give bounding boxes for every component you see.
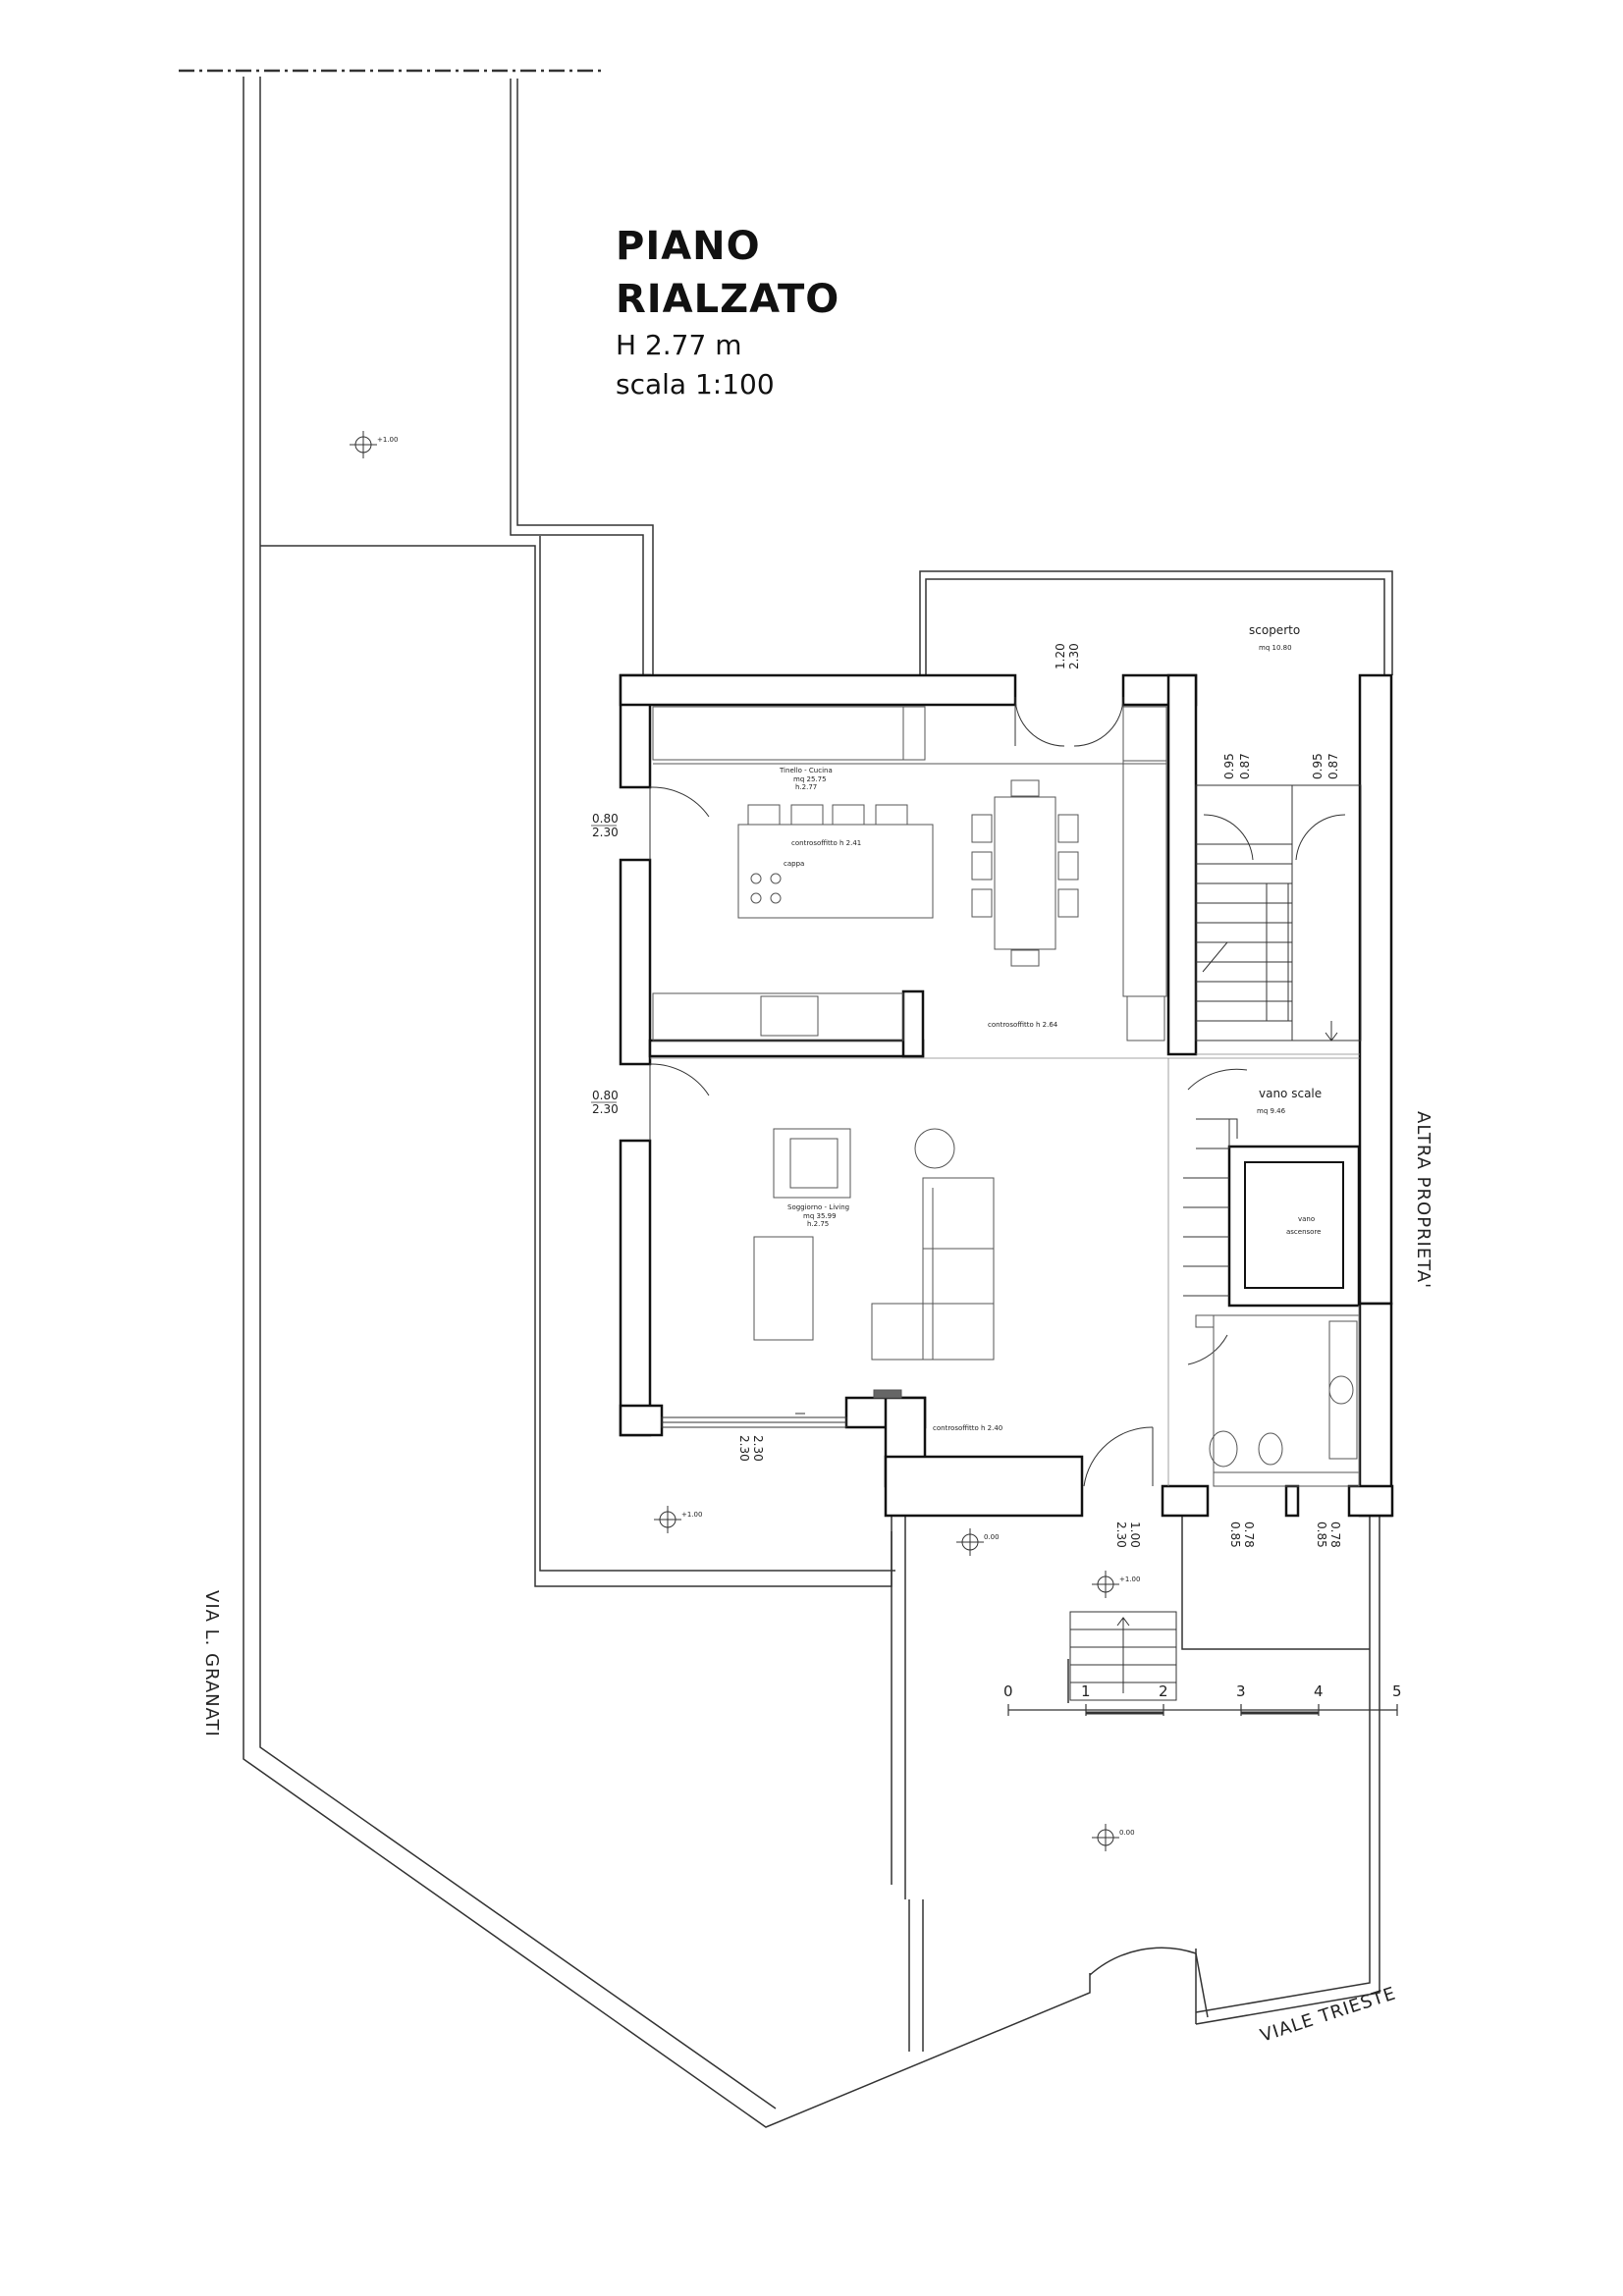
ceiling-264: controsoffitto h 2.64 — [988, 1021, 1058, 1029]
scale-bar-label: 1 — [1081, 1682, 1091, 1700]
dimension-label: 0.78 — [1328, 1522, 1342, 1548]
elevation-label: +1.00 — [1119, 1575, 1140, 1583]
scoperto-label: scoperto — [1249, 623, 1300, 637]
dimension-label: 0.85 — [1228, 1522, 1242, 1548]
dimension-label: 0.95 — [1311, 753, 1325, 779]
scale-bar-label: 2 — [1159, 1682, 1168, 1700]
street-trieste: VIALE TRIESTE — [1258, 1983, 1398, 2046]
elevation-labels: +1.00 +1.00 0.00 +1.00 0.00 — [377, 436, 1140, 1837]
dimension-label: 0.87 — [1326, 753, 1340, 779]
vano-scale-label: vano scale — [1259, 1087, 1322, 1100]
scale-bar-label: 5 — [1392, 1682, 1402, 1700]
dimension-label: 0.80 — [592, 812, 619, 826]
walls — [619, 673, 1394, 1518]
elevation-label: +1.00 — [681, 1511, 702, 1519]
dimension-label: 2.30 — [1114, 1522, 1128, 1548]
scale-bar-label: 4 — [1314, 1682, 1324, 1700]
elevator-label-1: vano — [1298, 1215, 1315, 1223]
living-area: mq 35.99 — [803, 1212, 837, 1220]
living-height: h.2.75 — [807, 1220, 829, 1228]
elevation-markers — [350, 431, 1119, 1851]
cucina-label: Tinello - Cucina — [779, 767, 833, 774]
cucina-height: h.2.77 — [795, 783, 817, 791]
dimension-label: 1.20 — [1054, 643, 1067, 669]
plan-scale: scala 1:100 — [616, 368, 775, 400]
living-furniture — [753, 1128, 995, 1399]
scoperto-outline — [919, 570, 1393, 675]
dimension-label: 2.30 — [737, 1435, 751, 1462]
room-labels: scoperto mq 10.80 Tinello - Cucina mq 25… — [779, 623, 1322, 1432]
dimension-label: 2.30 — [751, 1435, 765, 1462]
dimension-label: 2.30 — [1067, 643, 1081, 669]
cucina-ceiling: controsoffitto h 2.41 — [791, 839, 861, 847]
dimension-label: 0.95 — [1222, 753, 1236, 779]
elevation-label: 0.00 — [1119, 1829, 1135, 1837]
elevator-shaft — [1244, 1161, 1344, 1289]
plan-title-line-2: RIALZATO — [616, 277, 840, 322]
cucina-area: mq 25.75 — [793, 775, 827, 783]
lot-outline — [179, 69, 1380, 2128]
scale-bar — [1007, 1704, 1398, 1716]
elevator-label-2: ascensore — [1286, 1228, 1322, 1236]
interior-lines — [650, 1053, 1360, 1486]
dimension-label: 2.30 — [592, 826, 619, 839]
street-granati: VIA L. GRANATI — [201, 1590, 222, 1737]
external-stairs — [1069, 1611, 1177, 1701]
cucina-hood: cappa — [784, 860, 804, 868]
dimension-labels: 0.80 2.30 0.80 2.30 1.20 2.30 0.95 0.87 … — [591, 643, 1342, 1548]
plan-height: H 2.77 m — [616, 329, 742, 361]
dimension-label: 2.30 — [592, 1102, 619, 1116]
ceiling-240: controsoffitto h 2.40 — [933, 1424, 1002, 1432]
elevation-label: 0.00 — [984, 1533, 1000, 1541]
doors — [649, 696, 1346, 1487]
scale-bar-label: 3 — [1236, 1682, 1246, 1700]
kitchen-furniture — [652, 706, 1167, 1041]
scale-bar-label: 0 — [1003, 1682, 1013, 1700]
windows — [661, 1413, 847, 1428]
altra-proprieta: ALTRA PROPRIETA' — [1413, 1111, 1434, 1289]
bathroom-fixtures — [1195, 1314, 1360, 1487]
dimension-label: 0.85 — [1315, 1522, 1328, 1548]
stairs — [1183, 784, 1362, 1297]
dimension-label: 1.00 — [1128, 1522, 1142, 1548]
dimension-label: 0.80 — [592, 1089, 619, 1102]
elevation-label: +1.00 — [377, 436, 398, 444]
dimension-label: 0.87 — [1238, 753, 1252, 779]
plan-title-line-1: PIANO — [616, 224, 761, 269]
title-block: PIANO RIALZATO H 2.77 m scala 1:100 — [616, 220, 839, 404]
dimension-label: 0.78 — [1242, 1522, 1256, 1548]
scale-bar-labels: 0 1 2 3 4 5 — [1003, 1682, 1402, 1700]
vano-scale-area: mq 9.46 — [1257, 1107, 1286, 1115]
scoperto-area: mq 10.80 — [1259, 644, 1292, 652]
living-label: Soggiorno - Living — [787, 1203, 849, 1211]
